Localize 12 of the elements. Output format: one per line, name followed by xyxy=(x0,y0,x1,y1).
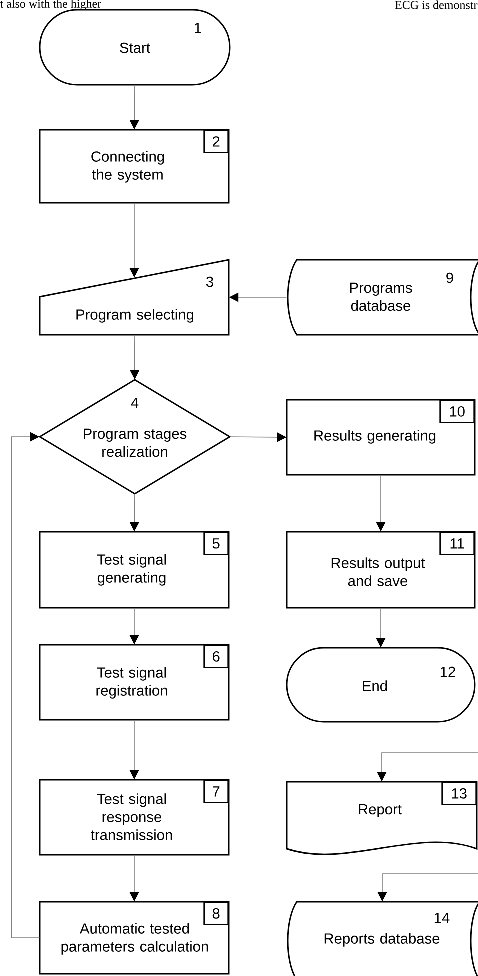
process-box: Automatic tested parameters calculation 8 xyxy=(39,901,230,975)
process-box: Test signal generating 5 xyxy=(39,531,230,609)
database-shape: Programs database 9 xyxy=(287,259,478,336)
process-box: Test signal response transmission 7 xyxy=(39,779,230,856)
body-text: t also with the higher xyxy=(0,0,102,10)
body-text: ECG is demonstr xyxy=(395,0,478,10)
arrow xyxy=(11,432,40,938)
process-box: Results generating 10 xyxy=(286,399,476,476)
process-box: Connecting the system 2 xyxy=(39,129,230,204)
process-box: Test signal registration 6 xyxy=(39,644,230,721)
process-box: Results output and save 11 xyxy=(286,531,476,609)
database-shape: Reports database 14 xyxy=(287,901,478,976)
